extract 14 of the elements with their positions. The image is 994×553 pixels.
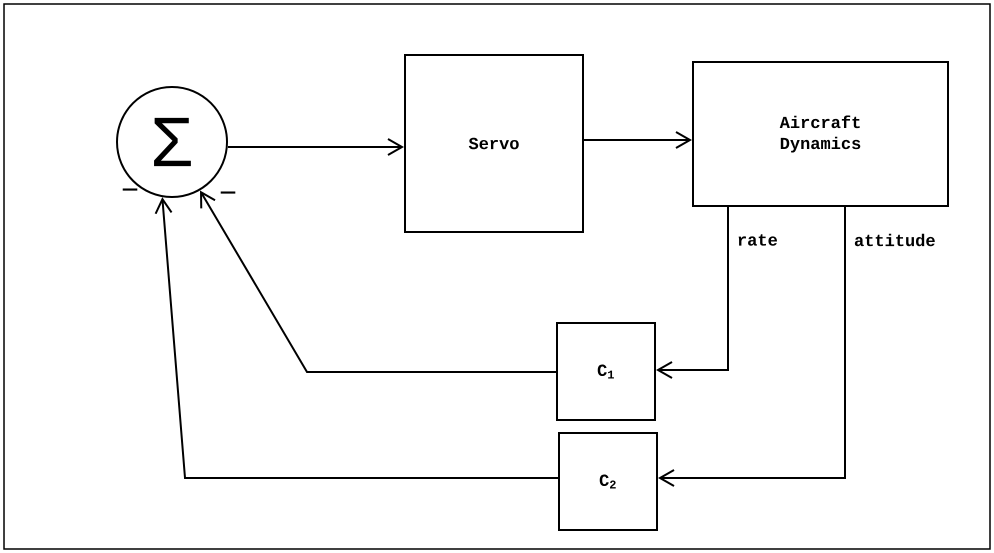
process-box: Servo xyxy=(404,54,584,233)
process-box: C$_{2}$ xyxy=(558,432,658,531)
arrow xyxy=(584,131,692,149)
arrow xyxy=(656,207,729,379)
arrow xyxy=(228,138,404,156)
minus-sign: − xyxy=(122,188,138,191)
minus-sign: − xyxy=(220,191,236,194)
arrow xyxy=(658,207,846,487)
edge-label: rate xyxy=(738,234,777,246)
edge-label: attitude xyxy=(854,234,935,246)
process-box: C$_{1}$ xyxy=(556,322,656,421)
arrow xyxy=(200,190,556,373)
process-box: Aircraft Dynamics xyxy=(692,61,949,207)
arrow xyxy=(154,197,558,479)
